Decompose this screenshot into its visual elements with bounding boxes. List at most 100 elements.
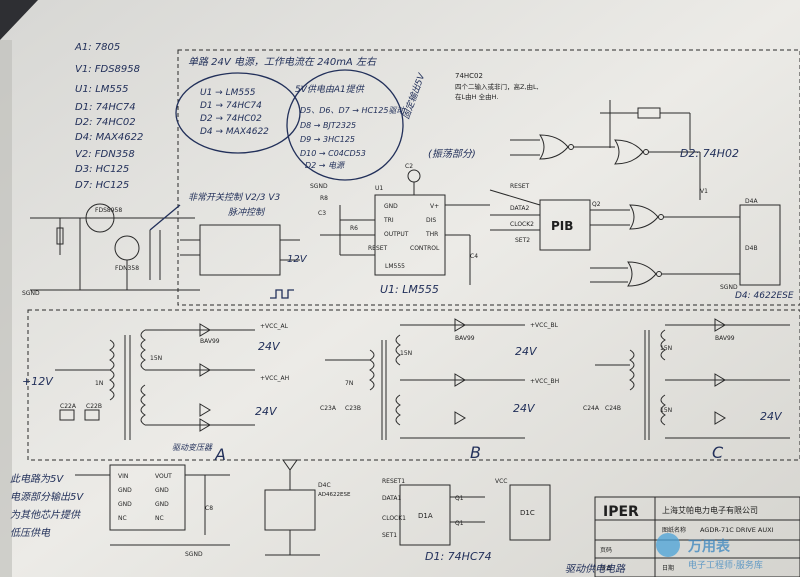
d9-note: D9 → 3HC125: [300, 135, 355, 144]
legend-line: D2: 74HC02: [75, 117, 136, 128]
v24-label: 24V: [515, 345, 538, 358]
chip-circle: [175, 72, 301, 154]
pin-label: VOUT: [155, 473, 172, 480]
driver-label: 驱动变压器: [172, 443, 213, 452]
v24-label: 24V: [513, 402, 536, 415]
d-flipflop: [539, 199, 591, 251]
pin-label: Q1: [455, 495, 464, 502]
circle-line: D2 → 74HC02: [200, 114, 262, 124]
mosfet-input: FDS8958 FDN358 SGND: [22, 203, 200, 297]
a1-regulator: VIN GND GND NC VOUT GND GND NC C8 SGND: [75, 464, 230, 558]
version-label: 版本: [600, 564, 612, 572]
v24-label: 24V: [255, 405, 278, 418]
title-block: IPER 上海艾帕电力电子有限公司 图纸名称 AGDR-71C DRIVE AU…: [594, 496, 800, 577]
pin-label: V+: [430, 203, 439, 210]
sgnd-label: SGND: [720, 284, 738, 291]
winding-label: 15N: [150, 355, 162, 362]
vcc-label: +VCC_AL: [260, 323, 289, 330]
pin-label: CLOCK1: [382, 515, 406, 522]
v24-label: 24V: [258, 340, 281, 353]
v1-label: V1: [700, 188, 708, 195]
diode-label: BAV99: [200, 338, 220, 345]
legend-line: U1: LM555: [75, 84, 129, 95]
power-circle: [286, 69, 404, 181]
plus5-note: 此电路为5V 电源部分输出5V 为其他芯片提供 低压供电: [10, 473, 84, 539]
circle-chip-list: U1 → LM555 D1 → 74HC74 D2 → 74HC02 D4 → …: [200, 88, 269, 137]
pin-label: RESET1: [382, 478, 405, 485]
legend-notes: A1: 7805 V1: FDS8958 U1: LM555 D1: 74HC7…: [74, 42, 143, 191]
pin1-label: +12V: [22, 375, 54, 388]
note-line: 低压供电: [10, 527, 51, 539]
part-label: AD4622ESE: [318, 492, 351, 498]
part-label: FDN358: [115, 265, 139, 272]
u1-hand-label: U1: LM555: [380, 283, 439, 296]
pin-label: GND: [155, 487, 169, 494]
winding-label: 1N: [95, 380, 103, 387]
section-b-label: B: [470, 443, 481, 462]
circle-line: D1 → 74HC74: [200, 101, 262, 111]
date-label: 日期: [662, 564, 674, 572]
chip-refdes: D4C: [318, 482, 331, 489]
note-line: 电源部分输出5V: [10, 491, 84, 503]
chip-part: LM555: [385, 263, 405, 270]
part-label: FDS8958: [95, 207, 122, 214]
section-c: 15N 15N C24A C24B BAV99: [583, 318, 790, 440]
osc-note: (振荡部分): [428, 148, 476, 160]
pin-label: CLOCK2: [510, 221, 534, 228]
v24-label: 24V: [760, 410, 783, 423]
d1-chip: [199, 224, 281, 276]
d1-block: [180, 224, 300, 299]
d10-note: D10 → C04CD53: [300, 149, 366, 158]
nor-gate: [627, 261, 657, 287]
watermark: 万用表 电子工程师·服务库: [656, 533, 763, 571]
top-section-frame: [177, 49, 800, 306]
v12-label: 12V: [287, 254, 308, 265]
analog-switch: [739, 204, 781, 286]
section-a-label: A: [214, 445, 226, 464]
pin-label: DATA2: [510, 205, 529, 212]
chip-74hc02-label: 74HC02: [455, 72, 483, 80]
diode-label: BAV99: [455, 335, 475, 342]
chip-note-line: 四个二输入或非门，高Z,由L,: [455, 82, 539, 91]
chip-refdes: D1C: [520, 509, 535, 517]
sgnd-label: SGND: [185, 551, 203, 558]
legend-line: D7: HC125: [75, 180, 129, 191]
nor-gate: [539, 134, 569, 160]
legend-line: V1: FDS8958: [75, 64, 140, 75]
cap-label: C23B: [345, 405, 361, 412]
note-line: 此电路为5V: [10, 473, 64, 485]
legend-line: D3: HC125: [75, 164, 129, 175]
sgnd-label: SGND: [310, 183, 328, 190]
pin-label: RESET: [510, 183, 530, 190]
vcc-label: +VCC_BH: [530, 378, 559, 385]
nor-gate: [629, 204, 659, 230]
d10b-note: D2 → 电源: [305, 161, 346, 170]
winding-label: 15N: [660, 407, 672, 414]
winding-label: 7N: [345, 380, 353, 387]
drawing-name: AGDR-71C DRIVE AUXI: [700, 526, 774, 534]
page-label: 页码: [600, 546, 612, 554]
cap-label: C8: [205, 505, 213, 512]
cap-label: C22A: [60, 403, 77, 410]
pin-label: GND: [118, 501, 132, 508]
pin-label: NC: [155, 515, 164, 522]
chip-refdes: D4A: [745, 198, 758, 205]
section-b: 15N 7N C23A C23B +VCC_BL +VCC_BH BAV99: [320, 318, 559, 440]
middle-section-frame: [27, 309, 800, 461]
drawing-name-label: 图纸名称: [662, 526, 686, 534]
corner-text: 驱动供电电路: [565, 563, 626, 575]
company-logo: IPER: [603, 504, 639, 520]
d1a-chip: [399, 484, 451, 546]
cap-label: C3: [318, 210, 326, 217]
section-a: 15N 1N C22A C22B +VCC_AL +VCC_AH BAV99: [55, 323, 289, 440]
legend-line: D1: 74HC74: [75, 102, 136, 113]
chip-note-line: 在L由H 全由H.: [455, 92, 498, 101]
res-label: R6: [350, 225, 358, 232]
pin-label: DIS: [426, 217, 436, 224]
logic-section: PIB RESET DATA2 CLOCK2 SET2 Q2 D4A D4B V…: [489, 100, 781, 291]
watermark-text: 电子工程师·服务库: [688, 559, 763, 571]
d1c-chip: [509, 484, 551, 541]
note-line: 为其他芯片提供: [10, 509, 82, 521]
vcc-label: +VCC_AH: [260, 375, 289, 382]
